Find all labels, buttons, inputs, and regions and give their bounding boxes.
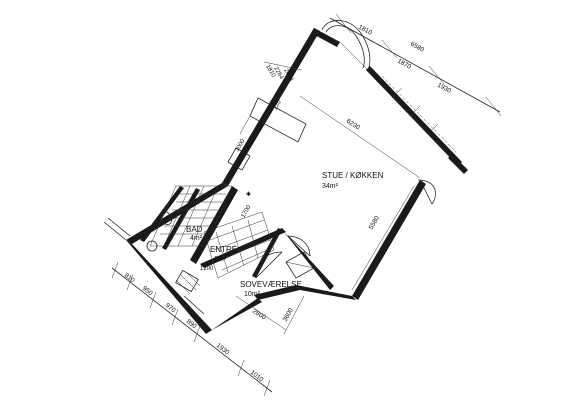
dim-950: 950 <box>141 285 154 297</box>
bath-floor-tiles <box>146 185 233 252</box>
interior-dimensions: 6230 5580 2800 3600 1200 1700 <box>200 95 421 335</box>
dim-6230: 6230 <box>345 118 361 132</box>
dim-220: 220 <box>273 99 284 111</box>
dim-1010: 1010 <box>249 369 265 384</box>
doors: ✱ <box>246 191 335 287</box>
symbol-asterisk: ✱ <box>246 191 251 198</box>
dim-1810-top: 1810 <box>357 24 373 37</box>
dim-2800: 2800 <box>251 308 267 322</box>
dim-6580: 6580 <box>409 41 425 54</box>
right-windows <box>375 75 468 205</box>
interior-walls <box>140 186 334 290</box>
dim-1200: 1200 <box>200 266 214 272</box>
room-labels: STUE / KØKKEN 34m² BAD 4m² ENTRÉ 6m² SOV… <box>186 171 384 298</box>
room-area-living-kitchen: 34m² <box>322 183 339 190</box>
room-name-entrance: ENTRÉ <box>210 245 237 254</box>
room-area-bath: 4m² <box>190 235 203 242</box>
room-name-bath: BAD <box>186 225 203 234</box>
dim-1870: 1870 <box>396 58 412 71</box>
dim-1930-top: 1930 <box>436 82 452 95</box>
dim-970: 970 <box>164 302 177 314</box>
bay-window <box>321 20 371 71</box>
room-area-bedroom: 10m² <box>244 291 261 298</box>
dim-810: 810 <box>123 272 136 284</box>
dim-1700: 1700 <box>241 204 253 219</box>
room-name-bedroom: SOVEVÆRELSE <box>240 280 302 289</box>
room-area-entrance: 6m² <box>214 256 227 263</box>
dim-1930-bottom: 1930 <box>215 342 231 357</box>
dim-5580: 5580 <box>368 215 381 231</box>
entrance-floor-tiles <box>175 211 275 295</box>
room-name-living-kitchen: STUE / KØKKEN <box>322 171 384 180</box>
dim-3600: 3600 <box>282 307 295 323</box>
dimension-chain-top-right: 1810 6580 1870 1930 <box>329 13 502 117</box>
